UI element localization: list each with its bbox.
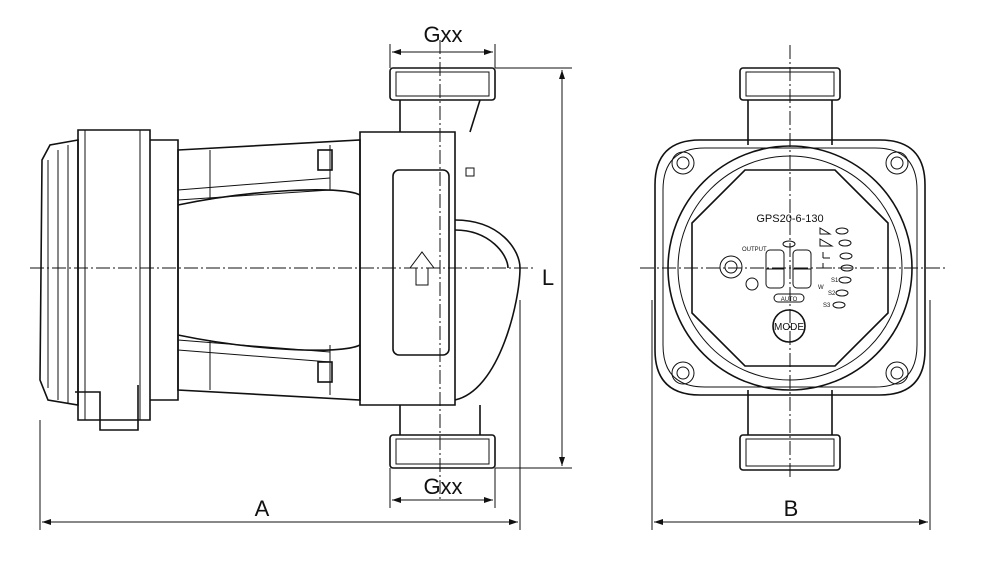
auto-label: AUTO bbox=[781, 297, 798, 303]
dim-label-gxx-top: Gxx bbox=[423, 22, 462, 47]
s1-label: S1 bbox=[831, 278, 839, 284]
mode-label: MODE bbox=[774, 322, 804, 333]
w-label: W bbox=[818, 285, 824, 291]
side-view bbox=[30, 40, 535, 500]
mode-button[interactable]: MODE bbox=[772, 309, 806, 343]
night-mode-icon bbox=[745, 277, 759, 291]
dim-label-b: B bbox=[784, 496, 799, 521]
dim-label-l: L bbox=[542, 265, 554, 290]
model-label: GPS20-6-130 bbox=[756, 213, 823, 225]
seven-segment-display bbox=[765, 249, 812, 289]
output-label: OUTPUT bbox=[742, 247, 767, 253]
dim-label-a: A bbox=[255, 496, 270, 521]
mode-indicator-leds bbox=[819, 227, 854, 309]
s2-label: S2 bbox=[828, 291, 836, 297]
dim-label-gxx-bottom: Gxx bbox=[423, 474, 462, 499]
control-panel: GPS20-6-130 OUTPUT AUTO MODE W S bbox=[719, 213, 854, 343]
dimension-lines: Gxx Gxx L A B bbox=[39, 22, 931, 530]
s3-label: S3 bbox=[823, 303, 831, 309]
output-indicator bbox=[719, 255, 743, 279]
auto-indicator bbox=[773, 293, 805, 303]
front-view bbox=[640, 45, 945, 480]
